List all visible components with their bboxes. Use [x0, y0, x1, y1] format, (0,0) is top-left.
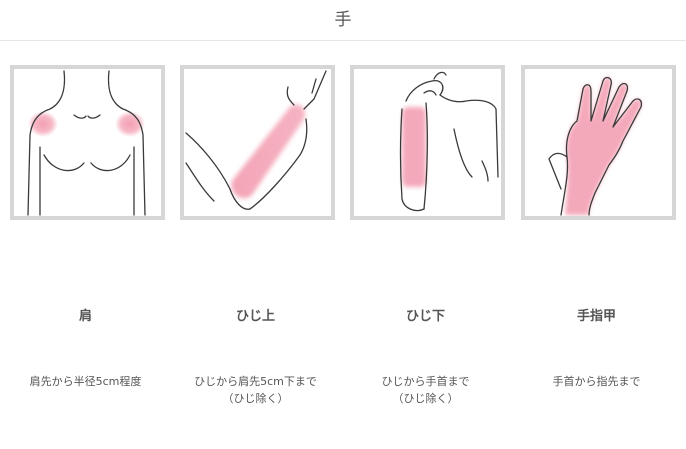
shoulder-illustration: [10, 65, 165, 220]
area-description: 肩先から半径5cm程度: [0, 373, 171, 390]
page-title: 手: [334, 10, 352, 30]
area-description: ひじから肩先5cm下まで （ひじ除く）: [170, 373, 341, 407]
hand-illustration: [521, 65, 676, 220]
area-description-line: （ひじ除く）: [222, 392, 289, 405]
area-card-hand: 手指甲 手首から指先まで: [511, 0, 682, 449]
area-name: 肩: [78, 309, 92, 324]
shoulder-icon: [27, 70, 146, 216]
area-description-line: ひじから手首まで: [381, 375, 470, 388]
area-description-line: ひじから肩先5cm下まで: [194, 375, 317, 388]
area-description-line: 肩先から半径5cm程度: [29, 375, 142, 388]
area-name: 手指甲: [576, 309, 616, 324]
upper-arm-icon: [185, 70, 327, 210]
area-name: ひじ上: [235, 309, 275, 324]
area-description-line: 手首から指先まで: [552, 375, 641, 388]
area-card-forearm: ひじ下 ひじから手首まで （ひじ除く）: [340, 0, 511, 449]
area-card-upper-arm: ひじ上 ひじから肩先5cm下まで （ひじ除く）: [170, 0, 341, 449]
upper-arm-illustration: [180, 65, 335, 220]
title-divider: [0, 40, 686, 41]
forearm-illustration: [350, 65, 505, 220]
hand-icon: [548, 76, 643, 216]
area-description-line: （ひじ除く）: [392, 392, 459, 405]
area-card-shoulder: 肩 肩先から半径5cm程度: [0, 0, 171, 449]
area-description: ひじから手首まで （ひじ除く）: [340, 373, 511, 407]
forearm-icon: [399, 71, 499, 212]
area-name: ひじ下: [405, 309, 445, 324]
area-description: 手首から指先まで: [511, 373, 682, 390]
